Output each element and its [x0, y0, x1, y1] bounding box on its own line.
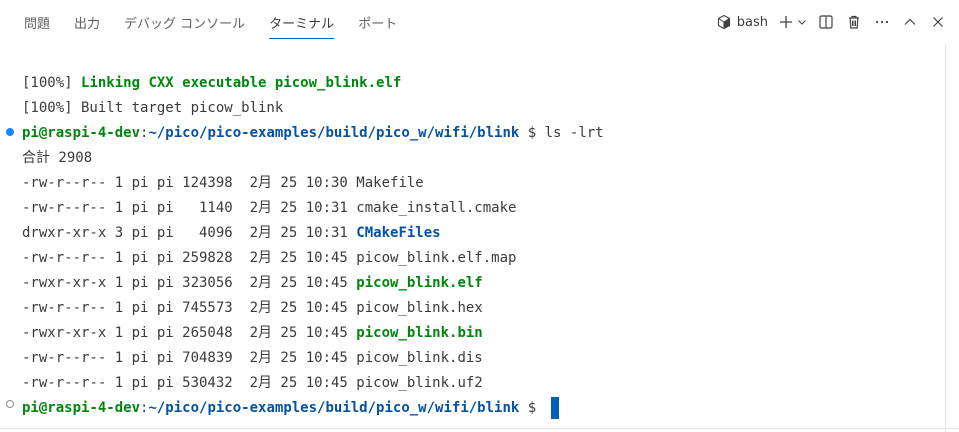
tab-ports[interactable]: ポート [358, 16, 398, 32]
command-decoration-pending[interactable] [6, 400, 14, 408]
close-icon [930, 14, 946, 30]
trash-icon [846, 14, 862, 30]
file-row: -rw-r--r-- 1 pi pi 745573 2月 25 10:45 pi… [22, 300, 483, 316]
terminal-cursor [550, 397, 559, 419]
prompt-line-current: pi@raspi-4-dev:~/pico/pico-examples/buil… [22, 396, 559, 421]
file-name: picow_blink.bin [356, 325, 483, 341]
kill-terminal-button[interactable] [841, 9, 867, 35]
tab-terminal[interactable]: ターミナル [257, 0, 346, 44]
tab-debug-console[interactable]: デバッグ コンソール [124, 16, 246, 32]
more-actions-button[interactable] [869, 9, 895, 35]
link-message: Linking CXX executable picow_blink.elf [81, 75, 402, 91]
terminal-line: [100%] Built target picow_blink [22, 100, 284, 116]
file-row: drwxr-xr-x 3 pi pi 4096 2月 25 10:31 CMak… [22, 225, 441, 241]
prompt-path: ~/pico/pico-examples/build/pico_w/wifi/b… [148, 125, 520, 141]
close-panel-button[interactable] [925, 9, 951, 35]
file-row: -rw-r--r-- 1 pi pi 259828 2月 25 10:45 pi… [22, 250, 517, 266]
file-name: picow_blink.elf [356, 275, 483, 291]
terminal-icon [716, 14, 732, 30]
file-name: picow_blink.hex [356, 300, 483, 316]
new-terminal-button[interactable] [774, 9, 811, 35]
panel-bottom-border [0, 428, 959, 432]
file-name: CMakeFiles [356, 225, 441, 241]
file-name: picow_blink.uf2 [356, 375, 483, 391]
file-row: -rwxr-xr-x 1 pi pi 323056 2月 25 10:45 pi… [22, 275, 483, 291]
more-icon [874, 14, 890, 30]
file-row: -rw-r--r-- 1 pi pi 1140 2月 25 10:31 cmak… [22, 200, 517, 216]
file-name: Makefile [356, 175, 424, 191]
terminal-line: [100%] Linking CXX executable picow_blin… [22, 75, 402, 91]
terminal-output[interactable]: [100%] Linking CXX executable picow_blin… [0, 44, 959, 432]
panel-actions: bash [712, 0, 959, 44]
prompt-line: pi@raspi-4-dev:~/pico/pico-examples/buil… [22, 125, 604, 141]
maximize-panel-button[interactable] [897, 9, 923, 35]
tab-output[interactable]: 出力 [74, 16, 101, 32]
file-row: -rw-r--r-- 1 pi pi 530432 2月 25 10:45 pi… [22, 375, 483, 391]
file-row: -rwxr-xr-x 1 pi pi 265048 2月 25 10:45 pi… [22, 325, 483, 341]
file-name: picow_blink.dis [356, 350, 483, 366]
file-row: -rw-r--r-- 1 pi pi 124398 2月 25 10:30 Ma… [22, 175, 424, 191]
panel-tabs: 問題 出力 デバッグ コンソール ターミナル ポート [0, 0, 409, 44]
file-name: picow_blink.elf.map [356, 250, 517, 266]
prompt-user: pi@raspi-4-dev [22, 400, 141, 416]
split-terminal-button[interactable] [813, 9, 839, 35]
command-text: ls -lrt [544, 125, 604, 141]
chevron-up-icon [902, 14, 918, 30]
file-name: cmake_install.cmake [356, 200, 517, 216]
prompt-user: pi@raspi-4-dev [22, 125, 141, 141]
panel-header: 問題 出力 デバッグ コンソール ターミナル ポート bash [0, 0, 959, 44]
terminal-selector[interactable]: bash [712, 9, 772, 35]
command-decoration-success[interactable] [6, 128, 14, 136]
terminal-name: bash [736, 14, 768, 30]
split-icon [818, 14, 834, 30]
file-row: -rw-r--r-- 1 pi pi 704839 2月 25 10:45 pi… [22, 350, 483, 366]
prompt-path: ~/pico/pico-examples/build/pico_w/wifi/b… [148, 400, 520, 416]
plus-icon [778, 14, 794, 30]
chevron-down-icon[interactable] [797, 17, 807, 27]
terminal-scrollbar[interactable] [945, 44, 959, 432]
tab-problems[interactable]: 問題 [24, 16, 51, 32]
terminal-line: 合計 2908 [22, 150, 93, 166]
